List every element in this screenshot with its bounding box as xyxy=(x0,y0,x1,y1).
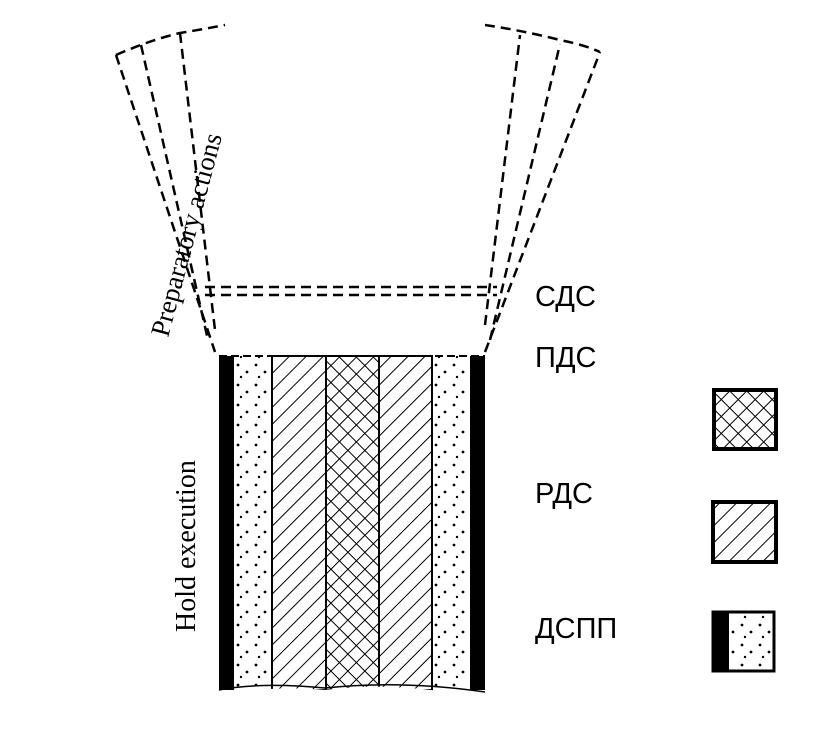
hold-column xyxy=(210,355,490,729)
dspp-band-left xyxy=(234,356,272,690)
legend-black-bar xyxy=(713,612,729,671)
pds-band-center xyxy=(325,355,380,691)
label-preparatory-actions: Preparatory actions xyxy=(145,130,228,340)
outer-black-band-left xyxy=(219,356,234,690)
label-rds: РДС xyxy=(535,478,593,510)
dspp-band-right xyxy=(432,356,470,690)
label-pds: ПДС xyxy=(535,342,596,374)
label-hold-execution: Hold execution xyxy=(171,460,202,632)
legend-crosshatch-swatch xyxy=(712,388,778,451)
rds-band-right xyxy=(378,355,433,691)
preparatory-fan xyxy=(114,23,602,353)
rds-band-left xyxy=(271,355,327,691)
label-dspp: ДСПП xyxy=(535,613,617,645)
outer-black-band-right xyxy=(470,356,485,690)
label-sds: СДС xyxy=(535,281,596,313)
legend xyxy=(711,388,778,673)
legend-hatch-swatch xyxy=(711,500,778,564)
